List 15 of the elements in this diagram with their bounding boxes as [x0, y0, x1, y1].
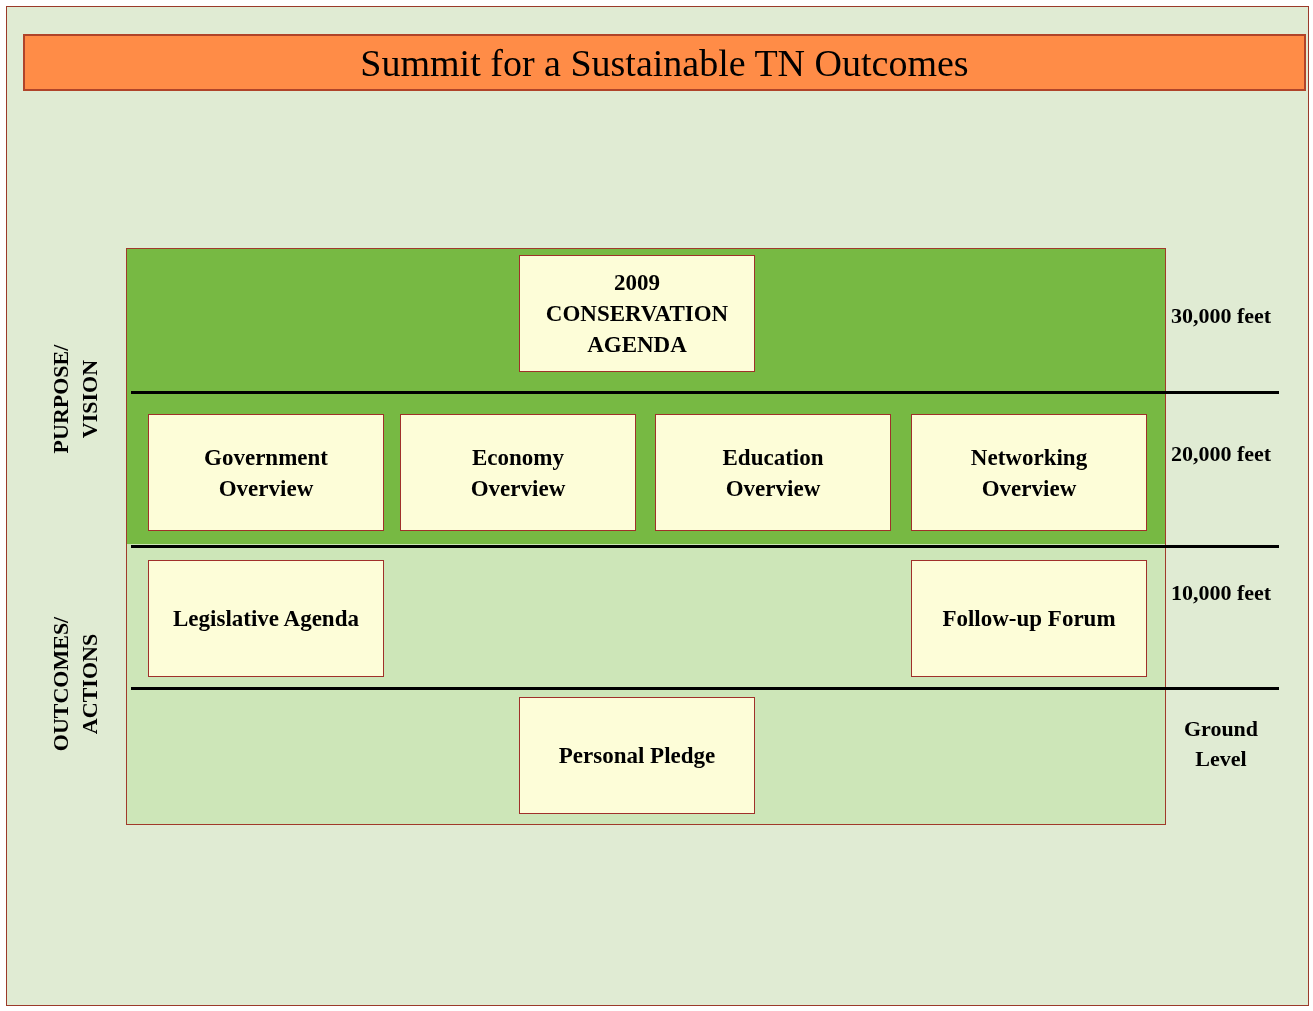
title-banner: Summit for a Sustainable TN Outcomes	[23, 34, 1306, 91]
altitude-label: 30,000 feet	[1169, 302, 1273, 330]
text-box: Government Overview	[148, 414, 384, 531]
text-box: Personal Pledge	[519, 697, 755, 814]
altitude-label: Ground Level	[1182, 715, 1260, 773]
text-box: Follow-up Forum	[911, 560, 1147, 677]
text-box: Networking Overview	[911, 414, 1147, 531]
section-label: OUTCOMES/ ACTIONS	[47, 615, 103, 754]
altitude-label: 10,000 feet	[1169, 579, 1273, 607]
text-box: Legislative Agenda	[148, 560, 384, 677]
text-box: Economy Overview	[400, 414, 636, 531]
section-label: PURPOSE/ VISION	[47, 343, 103, 456]
altitude-label: 20,000 feet	[1169, 440, 1273, 468]
text-box: 2009 CONSERVATION AGENDA	[519, 255, 755, 372]
text-box: Education Overview	[655, 414, 891, 531]
